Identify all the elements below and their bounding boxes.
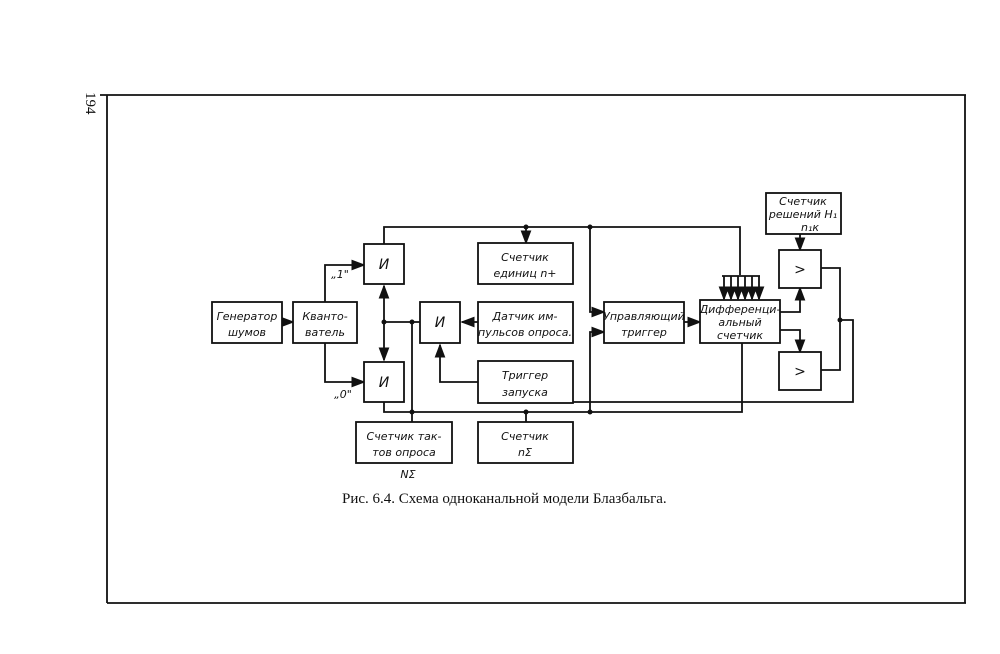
page-number: 194: [82, 92, 98, 115]
svg-text:>: >: [794, 364, 806, 380]
svg-text:единиц n+: единиц n+: [493, 267, 556, 280]
svg-text:шумов: шумов: [228, 326, 266, 339]
svg-text:Дифференци-: Дифференци-: [699, 303, 781, 316]
block-comparator-top: >: [778, 249, 822, 289]
wires: [280, 224, 854, 422]
page-frame: [100, 94, 966, 604]
svg-text:запуска: запуска: [502, 386, 548, 399]
svg-text:Счетчик так-: Счетчик так-: [367, 430, 442, 443]
block-control-trigger: Управляющий триггер: [603, 301, 685, 344]
svg-text:альный: альный: [718, 316, 761, 329]
block-ones-counter: Счетчик единиц n+: [477, 242, 574, 285]
block-decision-counter: Счетчик решений H₁ n₁к: [765, 192, 842, 235]
svg-text:счетчик: счетчик: [717, 329, 763, 342]
svg-text:решений H₁: решений H₁: [768, 208, 837, 221]
svg-text:Счетчик: Счетчик: [779, 195, 827, 208]
block-comparator-bottom: >: [778, 351, 822, 391]
svg-text:Счетчик: Счетчик: [501, 430, 549, 443]
svg-text:тов опроса: тов опроса: [372, 446, 436, 459]
svg-text:NΣ: NΣ: [400, 468, 415, 481]
block-pulse-sensor: Датчик им- пульсов опроса.: [477, 301, 574, 344]
svg-text:Кванто-: Кванто-: [302, 310, 347, 323]
figure-caption: Рис. 6.4. Схема одноканальной модели Бла…: [342, 491, 667, 507]
svg-text:Датчик им-: Датчик им-: [492, 310, 558, 323]
svg-text:И: И: [379, 375, 390, 391]
block-and-top: И: [363, 243, 405, 285]
block-and-middle: И: [419, 301, 461, 344]
svg-text:nΣ: nΣ: [518, 446, 532, 459]
svg-text:пульсов опроса.: пульсов опроса.: [478, 326, 572, 339]
block-quantizer: Кванто- ватель: [292, 301, 358, 344]
svg-text:И: И: [379, 257, 390, 273]
svg-text:триггер: триггер: [621, 326, 667, 339]
svg-text:Генератор: Генератор: [217, 310, 278, 323]
block-differential-counter: Дифференци- альный счетчик: [699, 299, 781, 344]
svg-text:Управляющий: Управляющий: [603, 310, 685, 323]
svg-text:ватель: ватель: [305, 326, 345, 339]
block-sum-counter: Счетчик nΣ: [477, 421, 574, 464]
svg-text:>: >: [794, 262, 806, 278]
svg-text:n₁к: n₁к: [801, 221, 819, 234]
svg-text:И: И: [435, 315, 446, 331]
svg-text:Триггер: Триггер: [502, 369, 548, 382]
signal-one-label: „1": [331, 268, 349, 281]
svg-text:Счетчик: Счетчик: [501, 251, 549, 264]
block-start-trigger: Триггер запуска: [477, 360, 574, 404]
signal-zero-label: „0": [334, 388, 352, 401]
block-and-bottom: И: [363, 361, 405, 403]
block-clock-counter: Счетчик так- тов опроса NΣ: [355, 421, 453, 481]
block-noise-generator: Генератор шумов: [211, 301, 283, 344]
parallel-inputs: [718, 276, 765, 301]
